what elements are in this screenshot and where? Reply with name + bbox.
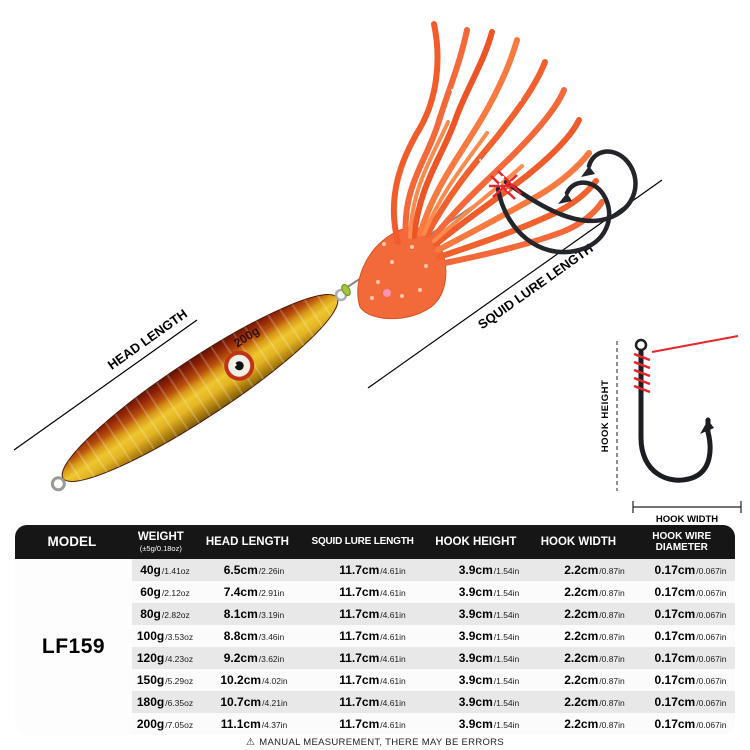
spec-cell: 11.7cm/4.61in bbox=[339, 607, 406, 621]
spec-cell: 2.2cm/0.87in bbox=[564, 629, 625, 643]
hook-width-label: HOOK WIDTH bbox=[656, 514, 718, 525]
spec-cell: 11.7cm/4.61in bbox=[339, 563, 406, 577]
header-hook-width: HOOK WIDTH bbox=[540, 535, 617, 548]
header-model: MODEL bbox=[47, 534, 97, 550]
hook-left-point bbox=[558, 193, 572, 204]
luminous-bead bbox=[341, 284, 351, 296]
assist-hooks bbox=[495, 149, 638, 255]
spec-cell: 11.7cm/4.61in bbox=[339, 673, 406, 687]
header-hook-wire-diameter: HOOK WIRE DIAMETER bbox=[652, 530, 712, 553]
head-length-line bbox=[13, 319, 198, 451]
spec-cell: 0.17cm/0.067in bbox=[654, 607, 727, 621]
squid-skirt bbox=[357, 21, 605, 320]
hook-right bbox=[503, 149, 638, 224]
hook-dimension-diagram: HOOK HEIGHT HOOK WIDTH bbox=[600, 335, 742, 525]
spec-cell: 11.7cm/4.61in bbox=[339, 585, 406, 599]
table-row: 80g/2.82oz 8.1cm/3.19in 11.7cm/4.61in 3.9cm… bbox=[132, 603, 735, 625]
spec-cell: 3.9cm/1.54in bbox=[458, 717, 520, 731]
table-row: 40g/1.41oz 6.5cm/2.26in 11.7cm/4.61in 3.9cm… bbox=[132, 559, 735, 581]
hook-height-label: HOOK HEIGHT bbox=[600, 380, 611, 453]
spec-cell: 2.2cm/0.87in bbox=[564, 717, 625, 731]
tail-ring bbox=[50, 476, 66, 492]
table-rows: 40g/1.41oz 6.5cm/2.26in 11.7cm/4.61in 3.9cm… bbox=[132, 559, 735, 735]
hook-right-point bbox=[581, 166, 595, 177]
table-row: 150g/5.29oz 10.2cm/4.02in 11.7cm/4.61in 3.9… bbox=[132, 669, 735, 691]
spec-cell: 0.17cm/0.067in bbox=[654, 695, 727, 709]
disclaimer: ⚠ MANUAL MEASUREMENT, THERE MAY BE ERROR… bbox=[0, 735, 750, 750]
product-photo-area: HEAD LENGTH SQUID LURE LENGTH 200g bbox=[13, 21, 742, 525]
hook-width-line bbox=[632, 501, 742, 513]
spec-cell: 3.9cm/1.54in bbox=[458, 585, 520, 599]
spec-cell: 8.1cm/3.19in bbox=[223, 607, 285, 621]
spec-cell: 2.2cm/0.87in bbox=[564, 673, 625, 687]
header-head-length: HEAD LENGTH bbox=[205, 535, 289, 548]
spec-cell: 10.7cm/4.21in bbox=[220, 695, 288, 709]
spec-cell: 7.4cm/2.91in bbox=[223, 585, 285, 599]
table-row: 120g/4.23oz 9.2cm/3.62in 11.7cm/4.61in 3.9c… bbox=[132, 647, 735, 669]
pink-dot bbox=[383, 289, 391, 297]
tentacles bbox=[390, 21, 605, 267]
spec-cell: 40g/1.41oz bbox=[140, 563, 190, 577]
spec-cell: 2.2cm/0.87in bbox=[564, 651, 625, 665]
spec-cell: 11.7cm/4.61in bbox=[339, 651, 406, 665]
spec-cell: 3.9cm/1.54in bbox=[458, 673, 520, 687]
spec-cell: 3.9cm/1.54in bbox=[458, 651, 520, 665]
table-header-row: MODEL WEIGHT(±5g/0.18oz) HEAD LENGTH SQU… bbox=[15, 525, 735, 559]
spec-cell: 9.2cm/3.62in bbox=[223, 651, 285, 665]
hook-left bbox=[495, 180, 612, 255]
hood-spots bbox=[370, 242, 428, 300]
product-photo: HEAD LENGTH SQUID LURE LENGTH 200g bbox=[13, 21, 742, 525]
spec-cell: 0.17cm/0.067in bbox=[654, 651, 727, 665]
spec-cell: 200g/7.05oz bbox=[136, 717, 194, 731]
spec-cell: 80g/2.82oz bbox=[140, 607, 190, 621]
head-length-label: HEAD LENGTH bbox=[105, 306, 190, 372]
table-body: LF159 40g/1.41oz 6.5cm/2.26in 11.7cm/4.61i… bbox=[15, 559, 735, 735]
table-row: 60g/2.12oz 7.4cm/2.91in 11.7cm/4.61in 3.9cm… bbox=[132, 581, 735, 603]
spec-cell: 2.2cm/0.87in bbox=[564, 695, 625, 709]
spec-cell: 6.5cm/2.26in bbox=[223, 563, 285, 577]
warning-icon: ⚠ bbox=[246, 737, 256, 748]
spec-cell: 3.9cm/1.54in bbox=[458, 695, 520, 709]
spec-cell: 3.9cm/1.54in bbox=[458, 607, 520, 621]
spec-cell: 0.17cm/0.067in bbox=[654, 563, 727, 577]
spec-cell: 60g/2.12oz bbox=[140, 585, 190, 599]
thread-wrap bbox=[489, 170, 522, 200]
spec-cell: 8.8cm/3.46in bbox=[223, 629, 285, 643]
spec-table: MODEL WEIGHT(±5g/0.18oz) HEAD LENGTH SQU… bbox=[15, 525, 735, 735]
spec-cell: 2.2cm/0.87in bbox=[564, 585, 625, 599]
diagram-hook bbox=[638, 349, 713, 483]
spec-cell: 100g/3.53oz bbox=[136, 629, 194, 643]
spec-cell: 150g/5.29oz bbox=[136, 673, 194, 687]
table-row: 180g/6.35oz 10.7cm/4.21in 11.7cm/4.61in 3.9… bbox=[132, 691, 735, 713]
spec-cell: 3.9cm/1.54in bbox=[458, 563, 520, 577]
snell-line bbox=[651, 335, 739, 353]
thread-dots bbox=[498, 175, 514, 192]
disclaimer-text: MANUAL MEASUREMENT, THERE MAY BE ERRORS bbox=[259, 737, 504, 748]
spec-cell: 10.2cm/4.02in bbox=[220, 673, 288, 687]
snell-knot bbox=[633, 352, 651, 394]
spec-cell: 3.9cm/1.54in bbox=[458, 629, 520, 643]
spec-cell: 120g/4.23oz bbox=[136, 651, 194, 665]
glitter-dots bbox=[426, 58, 562, 182]
spec-cell: 11.7cm/4.61in bbox=[339, 629, 406, 643]
spec-cell: 0.17cm/0.067in bbox=[654, 629, 727, 643]
table-row: 100g/3.53oz 8.8cm/3.46in 11.7cm/4.61in 3.9c… bbox=[132, 625, 735, 647]
spec-cell: 2.2cm/0.87in bbox=[564, 563, 625, 577]
header-hook-height: HOOK HEIGHT bbox=[435, 535, 517, 548]
hook-eye bbox=[634, 338, 648, 352]
spec-cell: 0.17cm/0.067in bbox=[654, 673, 727, 687]
spec-cell: 0.17cm/0.067in bbox=[654, 717, 727, 731]
spec-cell: 11.1cm/4.37in bbox=[220, 717, 288, 731]
diagram-hook-point bbox=[700, 420, 714, 434]
header-weight: WEIGHT(±5g/0.18oz) bbox=[137, 530, 184, 553]
spec-cell: 11.7cm/4.61in bbox=[339, 695, 406, 709]
spec-cell: 2.2cm/0.87in bbox=[564, 607, 625, 621]
header-squid-lure-length: SQUID LURE LENGTH bbox=[311, 536, 414, 548]
jig-body: 200g bbox=[50, 281, 348, 496]
model-cell: LF159 bbox=[15, 559, 132, 735]
table-row: 200g/7.05oz 11.1cm/4.37in 11.7cm/4.61in 3.9… bbox=[132, 713, 735, 735]
spec-cell: 0.17cm/0.067in bbox=[654, 585, 727, 599]
spec-cell: 180g/6.35oz bbox=[136, 695, 194, 709]
spec-cell: 11.7cm/4.61in bbox=[339, 717, 406, 731]
